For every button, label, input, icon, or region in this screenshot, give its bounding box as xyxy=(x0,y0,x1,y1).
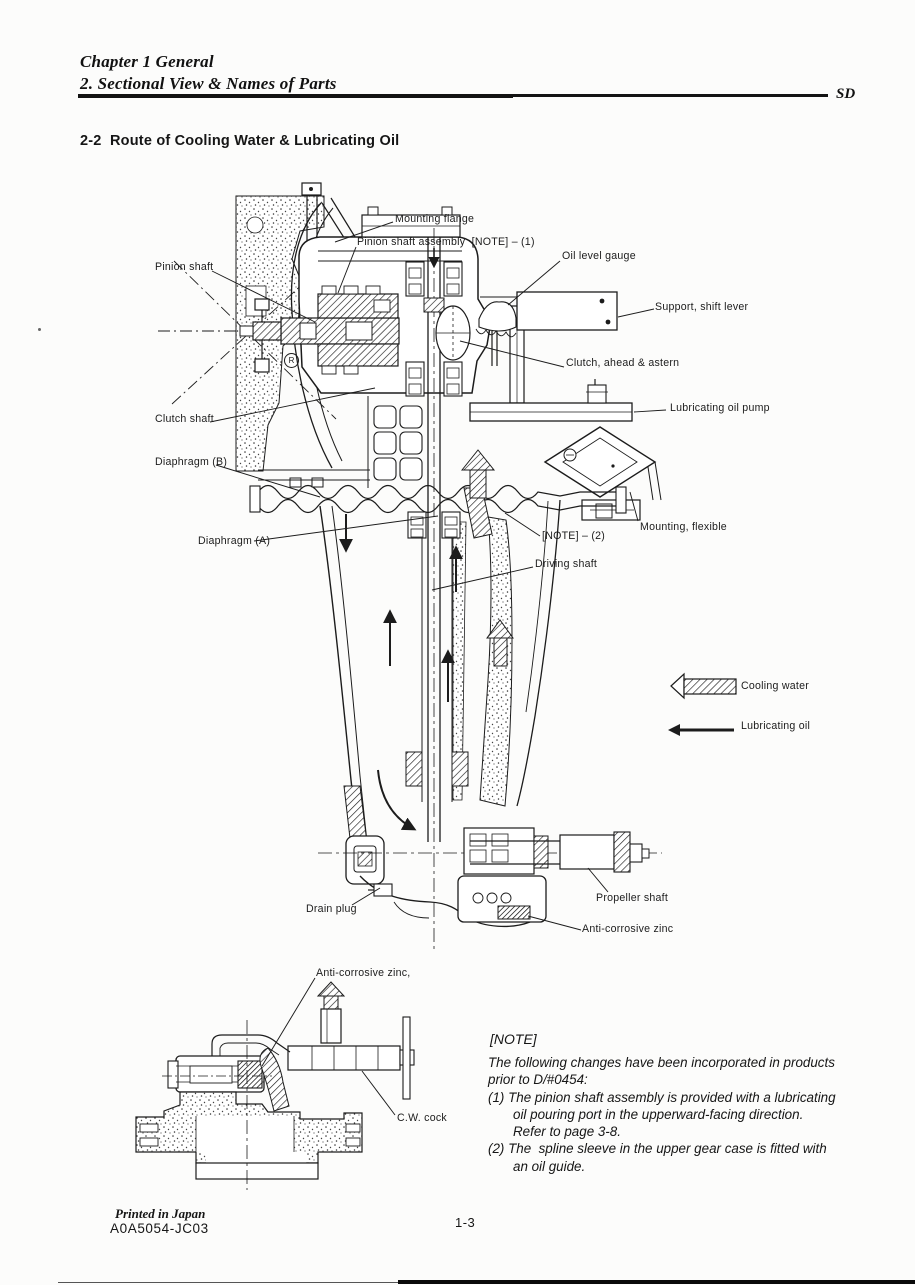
label-mounting-flexible: Mounting, flexible xyxy=(640,521,727,533)
printed-in: Printed in Japan xyxy=(115,1206,206,1221)
label-pinion-shaft-assembly: Pinion shaft assembly [NOTE] – (1) xyxy=(357,236,535,248)
cw-cock-drawing xyxy=(135,977,415,1190)
bottom-edge-line xyxy=(58,1282,398,1283)
section-heading: 2. Sectional View & Names of Parts xyxy=(80,74,337,93)
label-small-anti-corrosive-zinc: Anti-corrosive zinc, xyxy=(316,967,411,979)
label-oil-level-gauge: Oil level gauge xyxy=(562,250,636,262)
legend-cooling-water: Cooling water xyxy=(741,680,810,692)
document-code: A0A5054-JC03 xyxy=(110,1221,209,1236)
label-support-shift-lever: Support, shift lever xyxy=(655,301,749,313)
label-propeller-shaft: Propeller shaft xyxy=(596,892,669,904)
lubricating-oil-arrow-icon xyxy=(668,724,734,736)
page-title: 2-2 Route of Cooling Water & Lubricating… xyxy=(80,133,400,149)
label-driving-shaft: Driving shaft xyxy=(535,558,598,570)
label-clutch-shaft: Clutch shaft xyxy=(155,413,214,425)
label-diaphragm-b: Diaphragm (B) xyxy=(155,456,228,468)
leader-lines xyxy=(209,221,667,931)
label-pinion-shaft: Pinion shaft xyxy=(155,261,214,273)
page-number: 1-3 xyxy=(455,1215,476,1230)
label-cw-cock: C.W. cock xyxy=(397,1112,447,1124)
note-line: an oil guide. xyxy=(513,1158,586,1174)
note-line: prior to D/#0454: xyxy=(488,1072,588,1088)
note-line: Refer to page 3-8. xyxy=(513,1124,621,1140)
note-line: oil pouring port in the upperward-facing… xyxy=(513,1106,804,1122)
header-rule xyxy=(78,94,828,98)
label-note-2: [NOTE] – (2) xyxy=(542,530,606,542)
label-mounting-flange: Mounting flange xyxy=(395,213,475,225)
label-diaphragm-a: Diaphragm (A) xyxy=(198,535,271,547)
note-block: The following changes have been incorpor… xyxy=(488,1054,880,1175)
legend-lubricating-oil: Lubricating oil xyxy=(741,720,811,732)
label-lubricating-oil-pump: Lubricating oil pump xyxy=(670,402,770,414)
note-line: (2) The spline sleeve in the upper gear … xyxy=(488,1141,827,1157)
note-line: The following changes have been incorpor… xyxy=(488,1055,835,1070)
r-mark-symbol: R xyxy=(284,353,299,368)
scan-artifact-dot xyxy=(38,328,41,331)
label-drain-plug: Drain plug xyxy=(306,903,357,915)
chapter-heading: Chapter 1 General xyxy=(80,52,214,71)
note-title: [NOTE] xyxy=(490,1031,537,1047)
label-anti-corrosive-zinc: Anti-corrosive zinc xyxy=(582,923,674,935)
bottom-edge-bar xyxy=(398,1280,915,1284)
label-clutch-ahead-astern: Clutch, ahead & astern xyxy=(566,357,680,369)
main-sectional-drawing xyxy=(158,182,737,952)
model-code: SD xyxy=(836,86,856,102)
note-line: (1) The pinion shaft assembly is provide… xyxy=(488,1089,836,1105)
cooling-water-arrow-icon xyxy=(670,672,737,700)
